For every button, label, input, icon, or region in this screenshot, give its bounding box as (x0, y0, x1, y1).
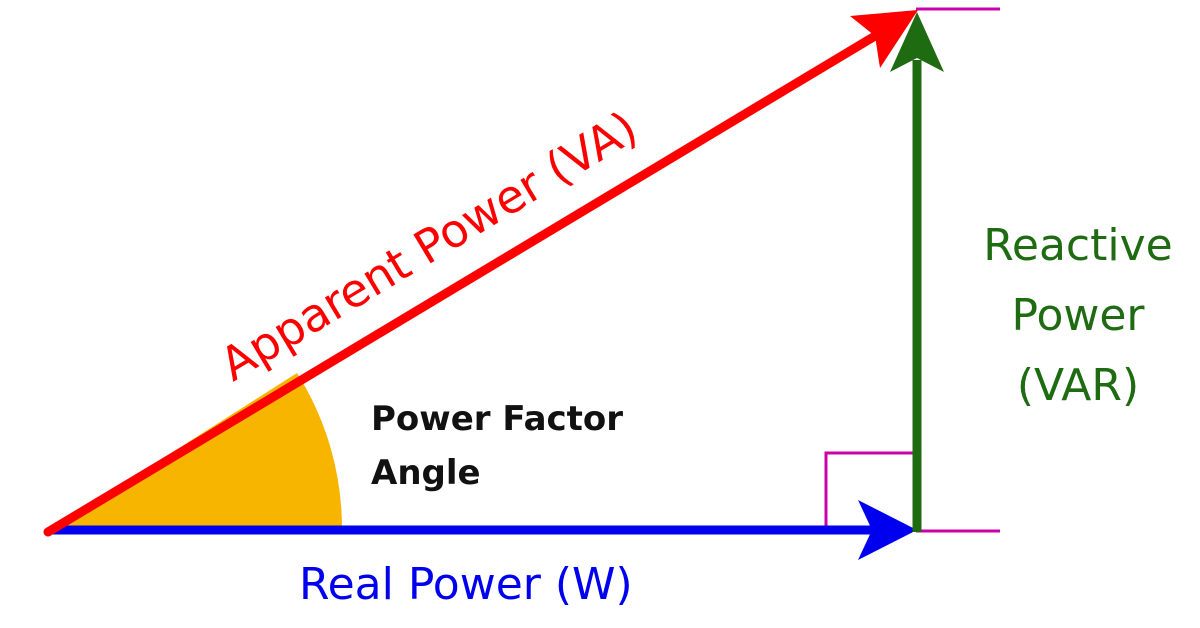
apparent-power-vector-line (43, 25, 890, 537)
apparent-power-arrowhead (850, 10, 918, 68)
reactive-power-label-line3: (VAR) (1017, 360, 1139, 411)
reactive-power-label-line2: Power (1011, 290, 1145, 341)
right-angle-marker (824, 451, 916, 530)
angle-label-line2: Angle (371, 453, 481, 493)
angle-label-line1: Power Factor (371, 399, 623, 439)
real-power-arrowhead (858, 500, 917, 560)
reactive-power-arrowhead (890, 12, 944, 72)
real-power-label: Real Power (W) (299, 559, 633, 610)
reactive-power-label-line1: Reactive (983, 220, 1172, 271)
apparent-power-label: Apparent Power (VA) (211, 100, 647, 391)
